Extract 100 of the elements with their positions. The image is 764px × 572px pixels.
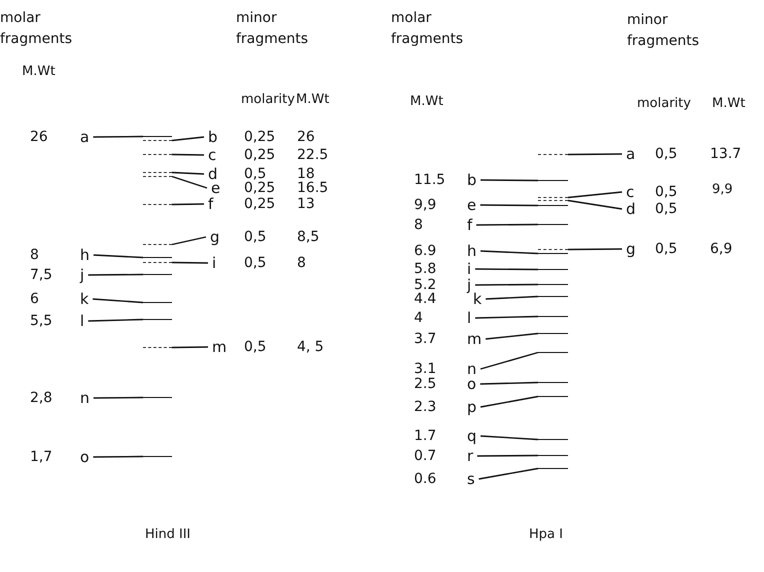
- fragment-letter: b: [463, 172, 481, 188]
- molecular-weight: 8: [297, 255, 306, 271]
- enzyme-label: Hind III: [145, 527, 191, 543]
- leader-line: [172, 203, 204, 206]
- molecular-weight: 0.7: [414, 448, 436, 464]
- leader-line: [92, 298, 144, 304]
- enzyme-label: Hpa I: [529, 527, 563, 543]
- molecular-weight: 16.5: [297, 180, 328, 196]
- molecular-weight: 7,5: [30, 267, 52, 283]
- column-heading: M.Wt: [712, 96, 746, 112]
- column-heading: M.Wt: [22, 64, 56, 80]
- fragment-letter: e: [463, 197, 480, 213]
- molecular-weight: 18: [297, 166, 315, 182]
- molarity-value: 0,5: [655, 146, 678, 162]
- leader-line: [88, 318, 144, 322]
- leader-line: [478, 468, 538, 480]
- fragment-letter: n: [463, 361, 481, 377]
- leader-line: [476, 224, 538, 226]
- column-heading: M.Wt: [296, 92, 330, 108]
- fragment-letter: d: [204, 166, 222, 182]
- fragment-letter: f: [463, 217, 476, 233]
- molarity-value: 0,5: [655, 184, 678, 200]
- molecular-weight: 8: [414, 217, 423, 233]
- leader-line: [480, 435, 538, 440]
- leader-line: [480, 382, 538, 385]
- fragment-letter: p: [463, 399, 481, 415]
- column-heading: molar fragments: [0, 9, 74, 49]
- molecular-weight: 9,9: [712, 182, 733, 198]
- leader-line: [568, 248, 622, 250]
- fragment-letter: h: [463, 243, 481, 259]
- leader-line: [480, 204, 538, 206]
- column-heading: molar fragments: [391, 9, 464, 49]
- molecular-weight: 6,9: [710, 241, 732, 257]
- molecular-weight: 11.5: [414, 172, 446, 188]
- molarity-value: 0,5: [244, 229, 266, 245]
- fragment-letter: k: [469, 291, 486, 307]
- fragment-letter: b: [204, 129, 222, 145]
- leader-line: [568, 191, 622, 198]
- fragment-letter: q: [463, 428, 481, 444]
- fragment-letter: j: [463, 277, 476, 293]
- leader-line: [475, 316, 538, 319]
- fragment-letter: r: [463, 448, 478, 464]
- leader-line: [93, 456, 143, 458]
- molecular-weight: 4.4: [414, 291, 436, 307]
- leader-line: [480, 352, 538, 370]
- leader-line: [172, 176, 208, 189]
- molecular-weight: 4: [414, 310, 423, 326]
- fragment-letter: i: [463, 261, 476, 277]
- fragment-letter: l: [76, 313, 88, 329]
- fragment-letter: i: [208, 255, 220, 271]
- leader-line: [93, 136, 143, 138]
- column-heading: molarity: [241, 92, 295, 108]
- molecular-weight: 0.6: [414, 471, 436, 487]
- leader-line: [568, 153, 622, 156]
- leader-line: [172, 136, 204, 142]
- column-heading: molarity: [637, 96, 691, 112]
- fragment-letter: h: [76, 247, 94, 263]
- fragment-letter: k: [76, 291, 93, 307]
- molecular-weight: 4, 5: [297, 339, 324, 355]
- fragment-letter: o: [463, 376, 480, 392]
- molecular-weight: 5,5: [30, 313, 52, 329]
- leader-line: [568, 200, 622, 210]
- molecular-weight: 1.7: [414, 428, 436, 444]
- leader-line: [486, 296, 538, 300]
- molecular-weight: 2,8: [30, 390, 52, 406]
- fragment-letter: o: [76, 449, 94, 465]
- molecular-weight: 5.2: [414, 277, 436, 293]
- molecular-weight: 9,9: [414, 197, 436, 213]
- fragment-letter: j: [76, 267, 88, 283]
- molarity-value: 0,25: [244, 196, 276, 212]
- molarity-value: 0,25: [244, 147, 276, 163]
- leader-line: [486, 332, 538, 340]
- fragment-letter: c: [204, 147, 220, 163]
- fragment-letter: f: [204, 196, 218, 212]
- leader-line: [94, 396, 143, 399]
- molecular-weight: 1,7: [30, 449, 52, 465]
- leader-line: [172, 172, 204, 175]
- molecular-weight: 26: [297, 129, 315, 145]
- leader-line: [172, 236, 206, 246]
- fragment-letter: a: [76, 129, 94, 145]
- molecular-weight: 6.9: [414, 243, 436, 259]
- fragment-letter: c: [622, 184, 638, 200]
- molecular-weight: 3.7: [414, 331, 436, 347]
- molarity-value: 0,5: [655, 241, 678, 257]
- molecular-weight: 3.1: [414, 361, 436, 377]
- leader-line: [172, 346, 208, 348]
- fragment-letter: d: [622, 201, 640, 217]
- molecular-weight: 26: [30, 129, 48, 145]
- molecular-weight: 8,5: [297, 229, 320, 245]
- fragment-letter: e: [207, 180, 224, 196]
- leader-line: [480, 250, 538, 254]
- leader-line: [93, 254, 144, 258]
- leader-line: [88, 274, 143, 276]
- fragment-letter: m: [208, 339, 231, 355]
- molecular-weight: 13: [297, 196, 315, 212]
- leader-line: [172, 262, 208, 264]
- fragment-letter: g: [622, 241, 640, 257]
- molarity-value: 0,5: [244, 339, 266, 355]
- fragment-letter: l: [463, 310, 476, 326]
- molarity-value: 0,5: [244, 166, 266, 182]
